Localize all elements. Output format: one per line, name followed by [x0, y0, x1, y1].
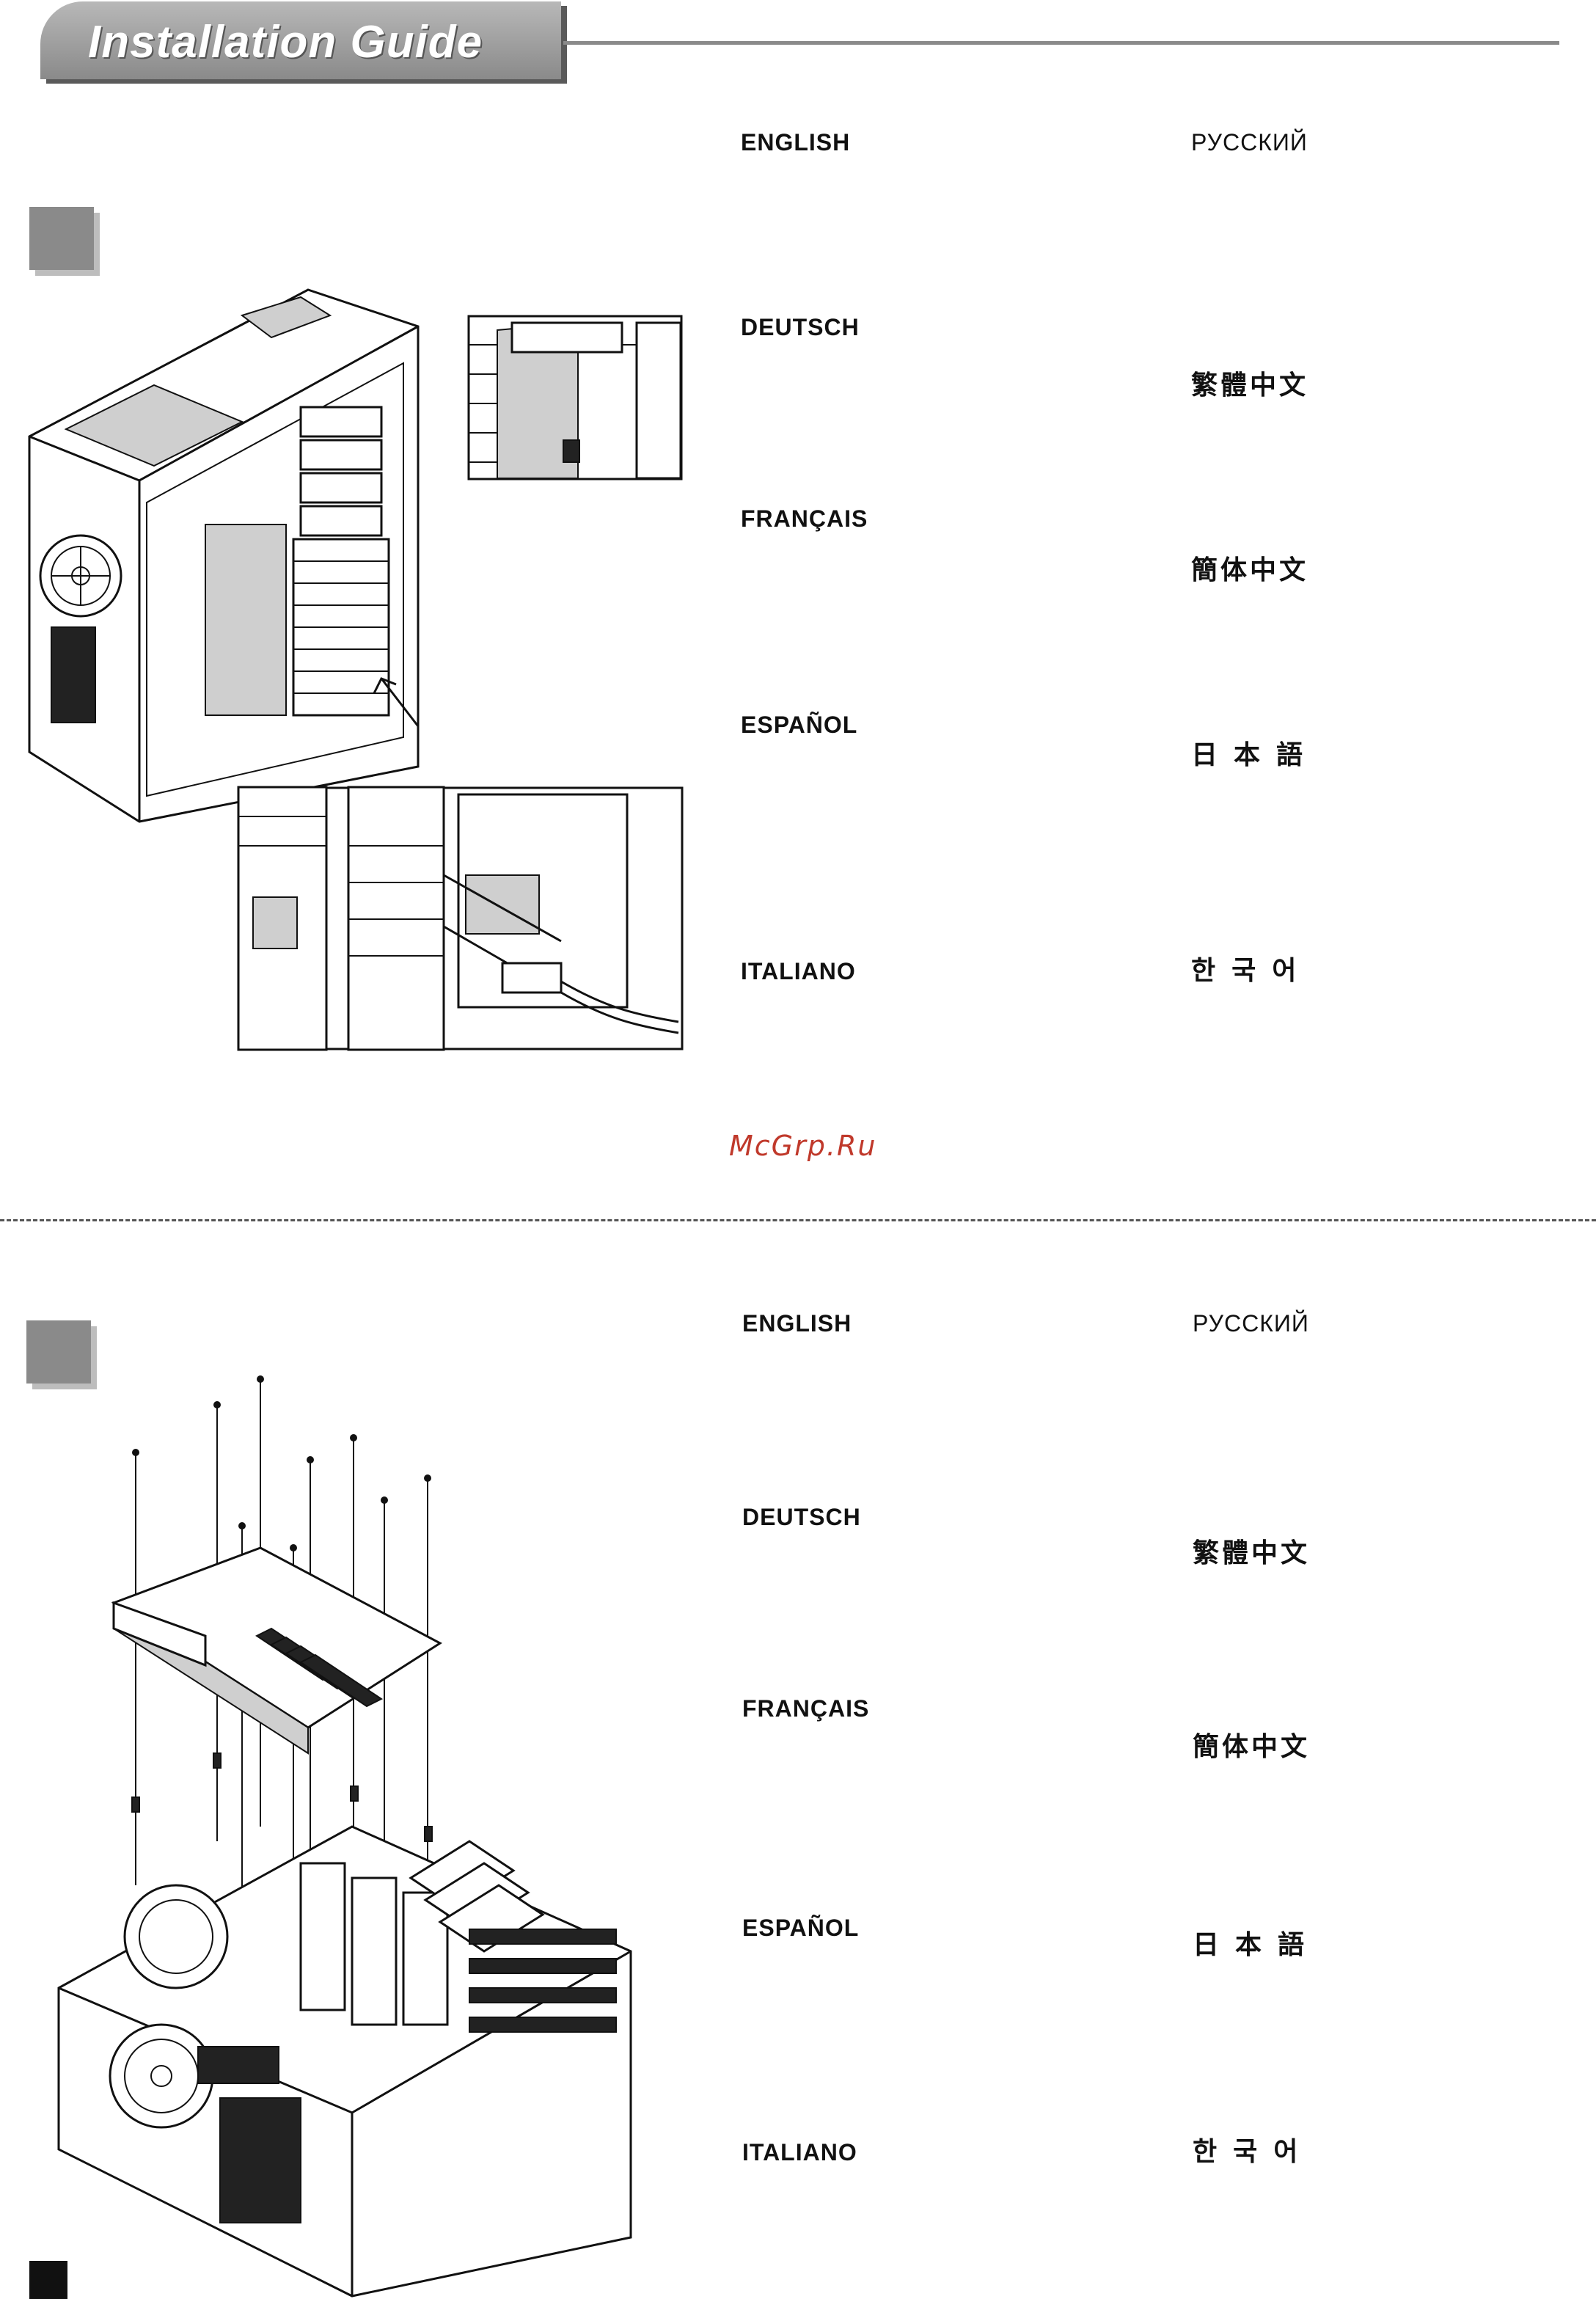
lang-label-simplified-chinese-2: 簡体中文: [1193, 1725, 1310, 1763]
lang-label-russian: РУССКИЙ: [1191, 129, 1308, 156]
watermark: McGrp.Ru: [729, 1130, 876, 1162]
case-illustration-1: [22, 282, 418, 825]
lang-label-japanese: 日本語: [1191, 734, 1319, 772]
step-1-marker: [29, 207, 94, 270]
lang-label-espanol: ESPAÑOL: [741, 712, 857, 739]
lang-label-traditional-chinese-2: 繁體中文: [1193, 1532, 1310, 1570]
detail-inset-cable: [238, 787, 683, 1050]
lang-label-japanese-2: 日本語: [1193, 1923, 1320, 1962]
header-rule: [563, 41, 1559, 45]
lang-label-traditional-chinese: 繁體中文: [1191, 364, 1308, 402]
lang-label-english: ENGLISH: [741, 129, 850, 156]
lang-label-russian-2: РУССКИЙ: [1193, 1310, 1309, 1337]
lang-label-italiano: ITALIANO: [741, 958, 856, 985]
lang-label-simplified-chinese: 簡体中文: [1191, 549, 1308, 587]
lang-label-deutsch-2: DEUTSCH: [742, 1504, 861, 1531]
lang-label-korean-2: 한국어: [1193, 2130, 1314, 2168]
lang-label-italiano-2: ITALIANO: [742, 2139, 857, 2166]
page-corner-marker: [29, 2261, 67, 2299]
lang-label-english-2: ENGLISH: [742, 1310, 852, 1337]
lang-label-deutsch: DEUTSCH: [741, 314, 860, 341]
page-title: Installation Guide: [88, 16, 483, 68]
motherboard-tray-illustration: [59, 1372, 689, 2296]
lang-label-korean: 한국어: [1191, 949, 1312, 987]
detail-inset-tray: [468, 315, 682, 480]
lang-label-francais: FRANÇAIS: [741, 505, 868, 533]
section-divider: [0, 1219, 1596, 1221]
lang-label-francais-2: FRANÇAIS: [742, 1695, 869, 1722]
lang-label-espanol-2: ESPAÑOL: [742, 1915, 859, 1942]
